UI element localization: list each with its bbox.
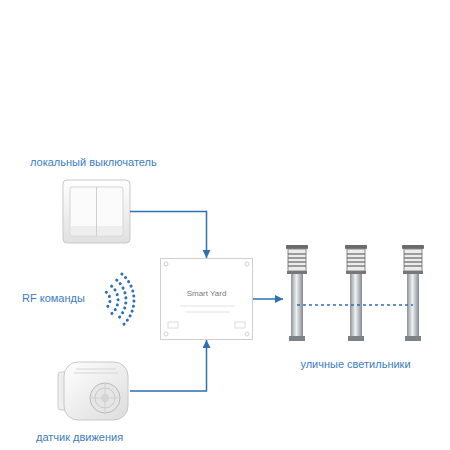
- arrow-connector: [253, 298, 283, 300]
- sensor-picture: [58, 362, 128, 420]
- motion-sensor: датчик движения: [58, 360, 130, 422]
- arrow-connector: [130, 212, 207, 259]
- signal-label: RF команды: [22, 292, 85, 305]
- controller-picture: [160, 258, 253, 340]
- switch-picture: [63, 180, 130, 243]
- controller-box: Smart Yard: [160, 258, 253, 340]
- node-label: локальный выключатель: [30, 156, 157, 169]
- rf-waves: [106, 274, 134, 326]
- wall-switch: локальный выключатель: [63, 180, 130, 243]
- node-label: Smart Yard: [161, 289, 252, 299]
- node-label: уличные светильники: [283, 358, 428, 371]
- street-lights: уличные светильники: [283, 240, 428, 343]
- node-label: датчик движения: [36, 431, 123, 444]
- lamps-picture: [286, 245, 424, 341]
- arrow-connector: [130, 340, 207, 391]
